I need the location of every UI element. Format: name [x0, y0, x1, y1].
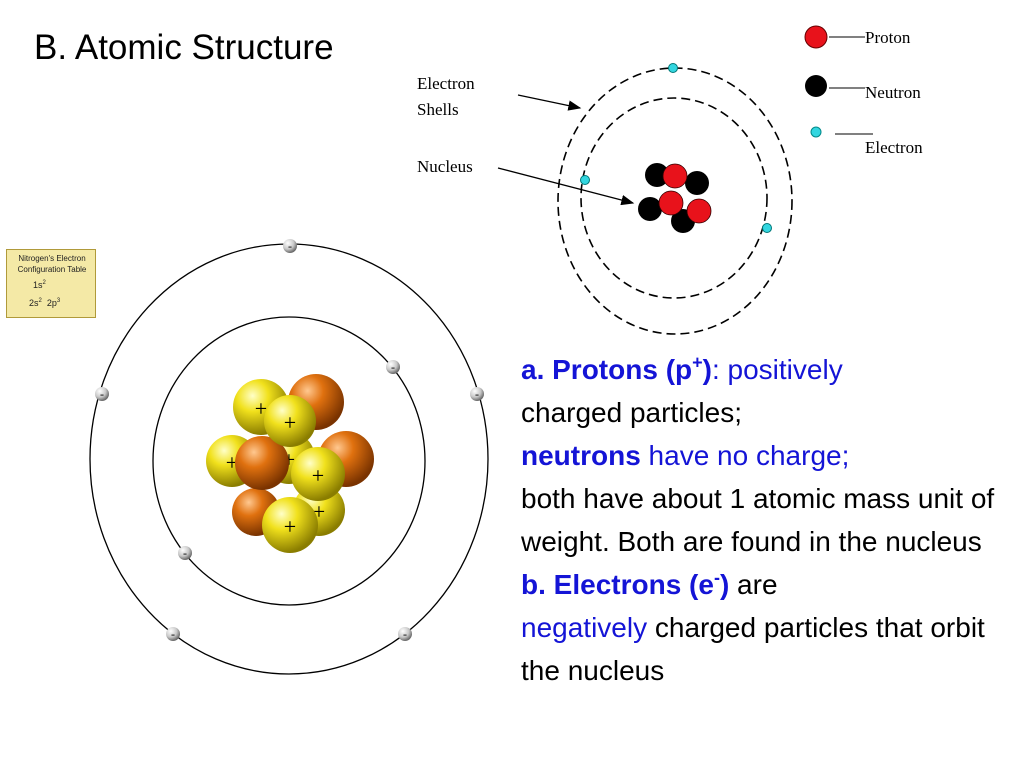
config-title-line-1: Nitrogen's Electron — [18, 254, 86, 263]
both-mass-text: both have about 1 atomic mass unit of we… — [521, 483, 995, 557]
protons-colon: : — [711, 354, 720, 385]
inner-shell — [580, 97, 768, 299]
orbital-2p: 2p — [46, 298, 57, 308]
electron-sphere: - — [283, 239, 297, 253]
electron-minus: - — [183, 546, 187, 560]
proton-plus: + — [284, 410, 296, 435]
electron-dot — [762, 223, 772, 233]
electrons-superscript: - — [713, 567, 720, 588]
legend-proton-icon — [804, 25, 828, 49]
bohr-model-diagram: + + + + + + + - - - - - - - — [89, 239, 489, 675]
orbital-2s: 2s — [29, 298, 39, 308]
no-charge-text: have no charge; — [640, 440, 850, 471]
orbital-1s: 1s — [33, 280, 43, 290]
electron-sphere: - — [398, 627, 412, 641]
orbital-1s-exp: 2 — [42, 280, 46, 286]
protons-heading: a. Protons (p+) — [521, 354, 712, 385]
electron-minus: - — [100, 387, 104, 401]
config-row-1: 1s2 — [33, 280, 46, 290]
legend-proton-label: Proton — [865, 28, 911, 47]
electron-sphere: - — [95, 387, 109, 401]
electron-shells-label-2: Shells — [417, 100, 459, 119]
electrons-heading: b. Electrons (e-) — [521, 569, 729, 600]
legend-neutron-label: Neutron — [865, 83, 921, 102]
electron-shells-label-1: Electron — [417, 74, 475, 93]
proton-plus: + — [226, 450, 238, 475]
nucleus-arrow — [497, 167, 635, 206]
electrons-heading-close: ) — [719, 569, 730, 600]
config-table-title: Nitrogen's Electron Configuration Table — [10, 253, 94, 275]
proton-plus: + — [284, 514, 296, 539]
electron-minus: - — [391, 360, 395, 374]
orbital-2s-exp: 2 — [38, 298, 42, 304]
negatively-text: negatively — [521, 612, 648, 643]
protons-heading-text: a. Protons (p — [521, 354, 693, 385]
protons-superscript: + — [692, 352, 703, 373]
electrons-heading-text: b. Electrons (e — [521, 569, 714, 600]
electron-minus: - — [403, 627, 407, 641]
proton-plus: + — [255, 396, 267, 421]
electron-dot — [580, 175, 590, 185]
legend-neutron-icon — [805, 75, 827, 97]
are-text: are — [729, 569, 778, 600]
electron-dot — [668, 63, 678, 73]
neutrons-heading: neutrons — [521, 440, 641, 471]
protons-heading-close: ) — [702, 354, 712, 385]
electron-sphere: - — [470, 387, 484, 401]
nitrogen-config-table: Nitrogen's Electron Configuration Table … — [6, 249, 96, 318]
page-title: B. Atomic Structure — [34, 28, 334, 67]
electron-minus: - — [288, 239, 292, 253]
nucleus-label: Nucleus — [417, 157, 473, 176]
positively-text: positively — [719, 354, 843, 385]
orbit-nucleus-text: charged particles that orbit the nucleus — [521, 612, 985, 686]
shells-arrow — [517, 94, 582, 111]
config-row-2: 2s2 2p3 — [29, 298, 60, 308]
orbital-2p-exp: 3 — [56, 298, 61, 304]
electron-minus: - — [475, 387, 479, 401]
proton-plus: + — [312, 463, 324, 488]
config-title-line-2: Configuration Table — [17, 265, 87, 274]
charged-particles-text: charged particles; — [521, 397, 743, 428]
nucleus-cluster — [638, 163, 712, 233]
legend-electron-label: Electron — [865, 138, 923, 157]
electron-minus: - — [171, 627, 175, 641]
atom-shell-diagram: Proton Neutron Electron Electron Shells … — [417, 25, 923, 335]
legend-electron-icon — [810, 126, 822, 138]
description-text: a. Protons (p+): positively charged part… — [521, 348, 1016, 692]
electron-sphere: - — [178, 546, 192, 560]
nitrogen-nucleus: + + + + + + + — [206, 374, 374, 553]
electron-sphere: - — [166, 627, 180, 641]
inner-orbit — [152, 316, 426, 606]
electron-sphere: - — [386, 360, 400, 374]
